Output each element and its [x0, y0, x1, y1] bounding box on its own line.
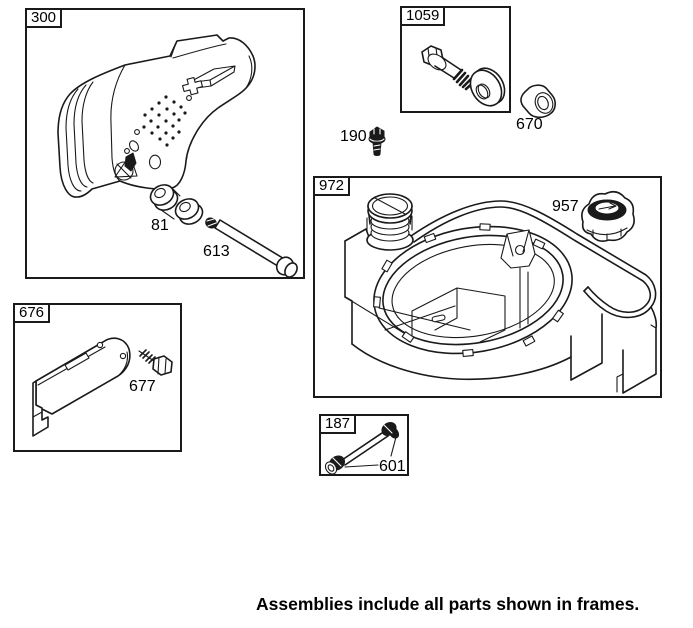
bushing-670-drawing	[520, 84, 556, 119]
leader-lines	[344, 436, 397, 468]
frame-muffler-assembly: 81 613 300	[25, 8, 305, 279]
muffler-body	[57, 34, 256, 198]
muffler-illustration: 81 613	[57, 34, 298, 277]
hardware-kit-illustration	[421, 45, 506, 107]
ring-tabs	[373, 223, 564, 357]
part-label-677: 677	[129, 378, 156, 395]
fuel-cap-957-drawing	[581, 190, 635, 242]
screw-677-drawing	[138, 349, 173, 376]
spacer-81-drawing	[149, 184, 204, 225]
frame-number-300: 300	[25, 8, 63, 28]
warning-icon	[114, 152, 138, 181]
tank-interior	[378, 229, 536, 343]
frame-hardware-kit: 1059	[400, 6, 511, 113]
washer-drawing	[469, 67, 506, 107]
frame-fuel-line: 601 187	[319, 414, 409, 476]
assemblies-note: Assemblies include all parts shown in fr…	[256, 594, 640, 614]
bolt-190-drawing	[368, 126, 386, 156]
guard-illustration: 677	[32, 337, 173, 437]
fuel-tank-illustration: 957	[344, 190, 658, 394]
part-label-670: 670	[516, 116, 543, 133]
part-label-81: 81	[151, 217, 169, 234]
plus-vent	[182, 76, 204, 96]
part-label-957: 957	[552, 198, 579, 215]
frame-fuel-tank: 957 972	[313, 176, 662, 398]
frame-number-972: 972	[313, 176, 351, 196]
frame-number-1059: 1059	[400, 6, 446, 26]
fuel-line-tube-drawing	[324, 421, 400, 474]
filler-neck	[366, 193, 414, 251]
round-hole	[148, 154, 162, 170]
shoulder-bolt-drawing	[421, 45, 476, 91]
part-label-190: 190	[340, 128, 367, 145]
tank-opening-ring	[373, 225, 573, 355]
part-label-601: 601	[379, 458, 406, 474]
fuel-line-illustration: 601	[324, 421, 406, 474]
part-label-613: 613	[203, 243, 230, 260]
guard-cover-drawing	[32, 337, 131, 437]
bolt-613-drawing	[205, 217, 298, 277]
frame-muffler-guard: 677 676	[13, 303, 182, 452]
frame-number-676: 676	[13, 303, 51, 323]
oval-hole	[128, 140, 140, 152]
perforation-dots	[124, 95, 192, 154]
tank-body	[344, 200, 658, 394]
frame-number-187: 187	[319, 414, 357, 434]
